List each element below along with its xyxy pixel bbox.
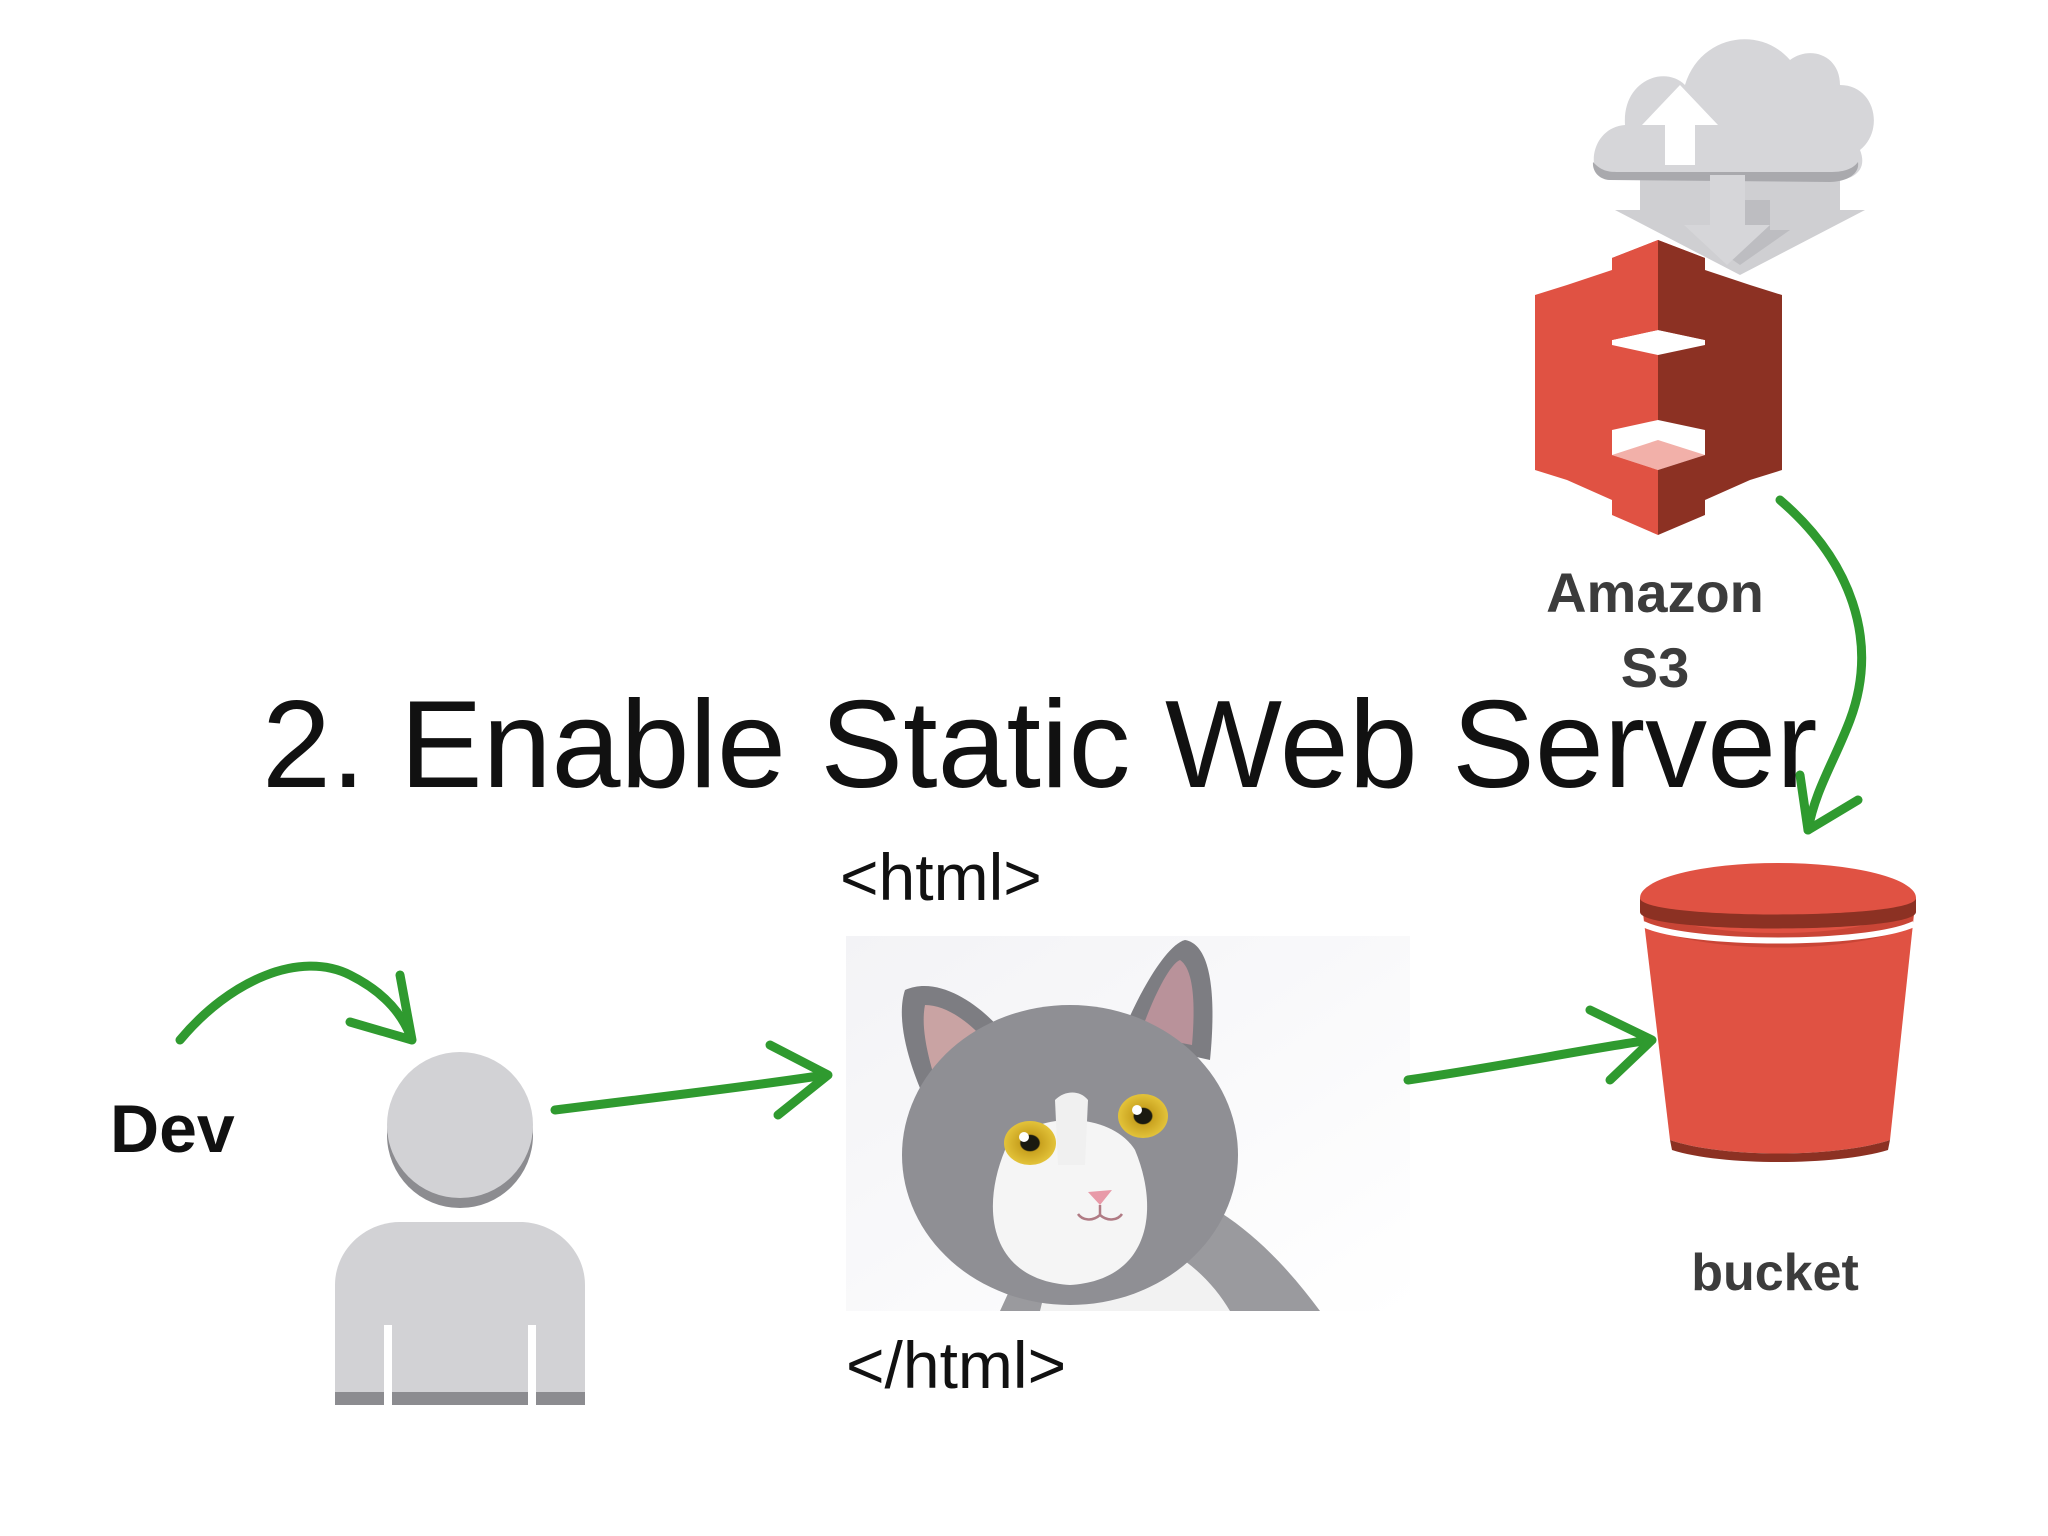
amazon-s3-icon: [1535, 240, 1782, 535]
cat-photo: [846, 936, 1410, 1311]
actor-label: Dev: [110, 1091, 235, 1167]
bucket-icon: [1640, 863, 1916, 1162]
arrow-page-to-bucket: [1403, 1005, 1657, 1085]
cloud-upload-download-icon: [1592, 39, 1874, 275]
service-name-line2: S3: [1621, 636, 1690, 699]
slide-title: 2. Enable Static Web Server: [262, 676, 1817, 814]
arrow-s3-to-bucket: [1775, 495, 1866, 835]
arrow-dev-to-page: [550, 1040, 833, 1120]
user-icon: [335, 1052, 585, 1405]
html-close-tag: </html>: [846, 1328, 1066, 1402]
arrow-into-dev: [175, 961, 417, 1045]
service-name-line1: Amazon: [1546, 561, 1764, 624]
bucket-label: bucket: [1691, 1244, 1859, 1302]
html-open-tag: <html>: [840, 840, 1042, 914]
